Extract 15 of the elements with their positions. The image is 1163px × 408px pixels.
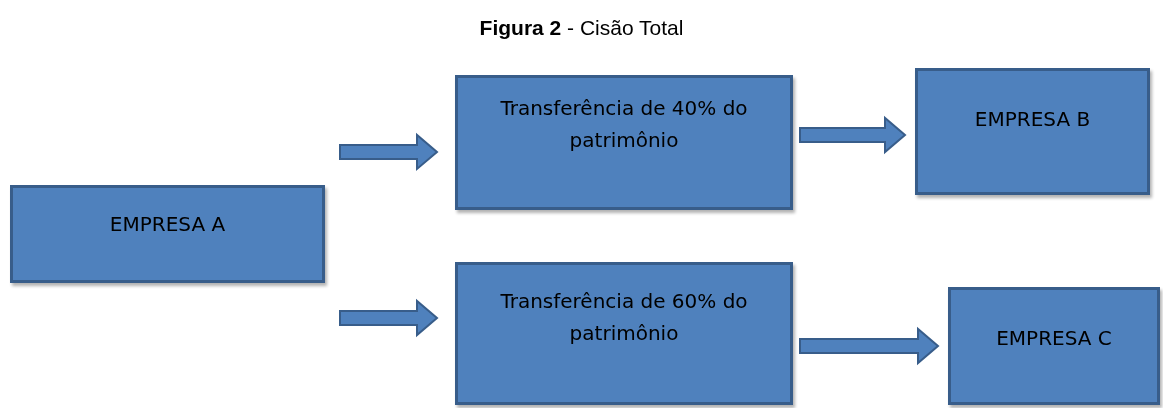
box-label: EMPRESA C [995,325,1113,352]
process-box [915,68,1150,195]
box-label: EMPRESA A [108,211,227,238]
block-arrow [799,115,907,155]
block-arrow [339,298,439,338]
process-box [10,185,325,283]
box-label: EMPRESA B [973,106,1092,133]
figure-title: Figura 2 - Cisão Total [478,16,685,40]
process-box [455,262,793,405]
process-box [948,287,1160,405]
block-arrow [799,326,940,366]
box-label: Transferência de 60% do patrimônio [499,288,749,347]
process-box [455,75,793,210]
box-label: Transferência de 40% do patrimônio [499,95,749,154]
block-arrow [339,132,439,172]
